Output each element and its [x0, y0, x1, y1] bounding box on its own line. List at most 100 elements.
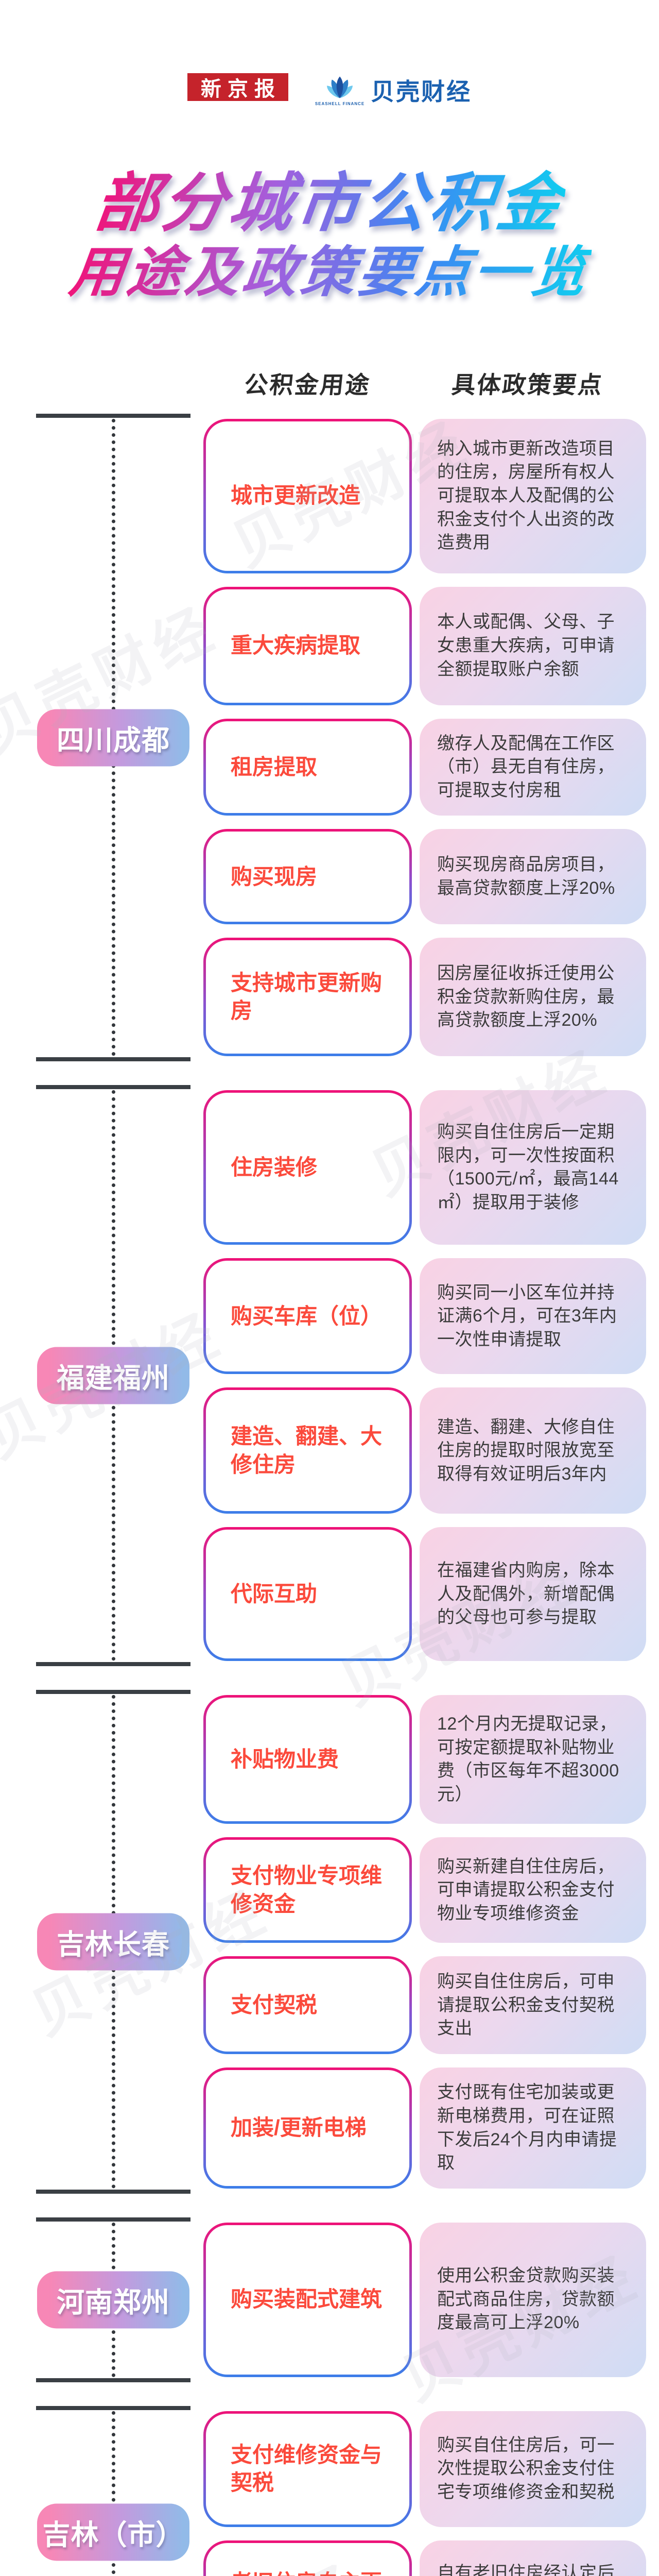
policy-text: 12个月内无提取记录，可按定额提取补贴物业费（市区每年不超3000元）	[437, 1714, 619, 1804]
page-title: 部分城市公积金 用途及政策要点一览	[0, 167, 659, 304]
city-section: 吉林长春 补贴物业费 12个月内无提取记录，可按定额提取补贴物业费（市区每年不超30…	[0, 1690, 659, 2194]
use-box-inner: 代际互助	[206, 1530, 409, 1659]
use-box: 购买现房	[203, 829, 412, 925]
use-box: 支付物业专项维修资金	[203, 1837, 412, 1943]
section-top-line	[36, 1085, 190, 1090]
sections: 四川成都 城市更新改造 纳入城市更新改造项目的住房，房屋所有权人可提取本人及配偶的公…	[0, 413, 659, 2576]
use-label: 加装/更新电梯	[231, 2115, 367, 2140]
masthead-text: 新京报	[200, 77, 281, 100]
use-box: 租房提取	[203, 718, 412, 816]
policy-row: 老旧住房自主更新 自有老旧住房经认定后进行自主更新或原拆原建，可一次性提取	[203, 2540, 646, 2576]
use-label: 租房提取	[231, 754, 318, 779]
use-box: 加装/更新电梯	[203, 2067, 412, 2189]
policy-text: 购买自住住房后，可一次性提取公积金支付住宅专项维修资金和契税	[437, 2435, 615, 2502]
title-line-2: 用途及政策要点一览	[66, 241, 593, 304]
policy-box: 使用公积金贷款购买装配式商品住房，贷款额度最高可上浮20%	[420, 2222, 646, 2377]
use-box: 代际互助	[203, 1527, 412, 1662]
section-top-line	[36, 1690, 190, 1694]
column-header-usage: 公积金用途	[242, 371, 372, 398]
use-box-inner: 建造、翻建、大修住房	[206, 1390, 409, 1512]
use-label: 老旧住房自主更新	[231, 2569, 402, 2576]
column-headers: 公积金用途 具体政策要点	[0, 366, 659, 400]
use-box-inner: 支付物业专项维修资金	[206, 1840, 409, 1941]
city-section: 河南郑州 购买装配式建筑 使用公积金贷款购买装配式商品住房，贷款额度最高可上浮20%	[0, 2217, 659, 2382]
section-rail: 四川成都	[36, 413, 190, 1062]
policy-rows: 城市更新改造 纳入城市更新改造项目的住房，房屋所有权人可提取本人及配偶的公积金支付…	[203, 418, 646, 1057]
use-box: 补贴物业费	[203, 1695, 412, 1824]
use-label: 支付物业专项维修资金	[231, 1863, 383, 1916]
policy-row: 加装/更新电梯 支付既有住宅加装或更新电梯费用，可在证照下发后24个月内申请提取	[203, 2067, 646, 2189]
policy-text: 自有老旧住房经认定后进行自主更新或原拆原建，可一次性提取	[437, 2563, 615, 2576]
use-box-inner: 支持城市更新购房	[206, 940, 409, 1054]
use-box-inner: 购买装配式建筑	[206, 2225, 409, 2375]
use-box: 建造、翻建、大修住房	[203, 1387, 412, 1514]
use-box-inner: 支付维修资金与契税	[206, 2413, 409, 2524]
policy-text: 纳入城市更新改造项目的住房，房屋所有权人可提取本人及配偶的公积金支付个人出资的改…	[437, 438, 615, 553]
policy-text: 购买同一小区车位并持证满6个月，可在3年内一次性申请提取	[437, 1282, 617, 1349]
policy-row: 住房装修 购买自住住房后一定期限内，可一次性按面积（1500元/㎡，最高144㎡）…	[203, 1090, 646, 1245]
policy-row: 建造、翻建、大修住房 建造、翻建、大修自住住房的提取时限放宽至取得有效证明后3年内	[203, 1387, 646, 1514]
section-rail: 河南郑州	[36, 2217, 190, 2382]
policy-rows: 住房装修 购买自住住房后一定期限内，可一次性按面积（1500元/㎡，最高144㎡）…	[203, 1090, 646, 1662]
policy-row: 支持城市更新购房因房屋征收拆迁使用公积金贷款新购住房，最高贷款额度上浮20%	[203, 938, 646, 1057]
column-header-policy: 具体政策要点	[450, 371, 605, 398]
city-label: 吉林长春	[37, 1913, 189, 1971]
policy-box: 购买新建自住住房后，可申请提取公积金支付物业专项维修资金	[420, 1837, 646, 1943]
policy-box: 本人或配偶、父母、子女患重大疾病，可申请全额提取账户余额	[420, 586, 646, 705]
use-box-inner: 老旧住房自主更新	[206, 2543, 409, 2576]
policy-box: 购买同一小区车位并持证满6个月，可在3年内一次性申请提取	[420, 1258, 646, 1375]
use-label: 城市更新改造	[231, 483, 361, 508]
use-box-inner: 租房提取	[206, 721, 409, 814]
section-bottom-line	[36, 1057, 190, 1062]
policy-row: 支付维修资金与契税购买自住住房后，可一次性提取公积金支付住宅专项维修资金和契税	[203, 2411, 646, 2527]
policy-text: 使用公积金贷款购买装配式商品住房，贷款额度最高可上浮20%	[437, 2266, 615, 2333]
policy-row: 租房提取 缴存人及配偶在工作区（市）县无自有住房，可提取支付房租	[203, 718, 646, 816]
policy-row: 代际互助在福建省内购房，除本人及配偶外，新增配偶的父母也可参与提取	[203, 1527, 646, 1662]
seashell-icon	[326, 76, 353, 98]
xinjingbao-logo: 新京报	[187, 73, 288, 101]
use-label: 购买装配式建筑	[231, 2287, 383, 2312]
use-box: 支付维修资金与契税	[203, 2411, 412, 2527]
policy-text: 支付既有住宅加装或更新电梯费用，可在证照下发后24个月内申请提取	[437, 2082, 617, 2173]
policy-box: 购买自住住房后一定期限内，可一次性按面积（1500元/㎡，最高144㎡）提取用于…	[420, 1090, 646, 1245]
city-label: 福建福州	[37, 1347, 189, 1404]
policy-row: 购买装配式建筑 使用公积金贷款购买装配式商品住房，贷款额度最高可上浮20%	[203, 2222, 646, 2377]
use-label: 购买车库（位）	[231, 1303, 383, 1328]
section-bottom-line	[36, 2378, 190, 2382]
policy-box: 缴存人及配偶在工作区（市）县无自有住房，可提取支付房租	[420, 718, 646, 816]
policy-text: 建造、翻建、大修自住住房的提取时限放宽至取得有效证明后3年内	[437, 1417, 615, 1484]
policy-row: 补贴物业费 12个月内无提取记录，可按定额提取补贴物业费（市区每年不超3000元）	[203, 1695, 646, 1824]
policy-box: 购买现房商品房项目，最高贷款额度上浮20%	[420, 829, 646, 925]
policy-text: 购买现房商品房项目，最高贷款额度上浮20%	[437, 855, 615, 898]
policy-row: 重大疾病提取 本人或配偶、父母、子女患重大疾病，可申请全额提取账户余额	[203, 586, 646, 705]
use-box: 购买装配式建筑	[203, 2222, 412, 2377]
use-label: 代际互助	[231, 1582, 318, 1606]
section-bottom-line	[36, 2189, 190, 2194]
use-label: 建造、翻建、大修住房	[231, 1424, 383, 1477]
use-box: 支付契税	[203, 1956, 412, 2055]
section-rail: 吉林（市）	[36, 2405, 190, 2576]
section-rail: 吉林长春	[36, 1690, 190, 2194]
policy-box: 建造、翻建、大修自住住房的提取时限放宽至取得有效证明后3年内	[420, 1387, 646, 1514]
section-top-line	[36, 2405, 190, 2410]
policy-text: 因房屋征收拆迁使用公积金贷款新购住房，最高贷款额度上浮20%	[437, 963, 615, 1030]
use-box-inner: 支付契税	[206, 1959, 409, 2052]
use-label: 补贴物业费	[231, 1747, 339, 1772]
title-line-1: 部分城市公积金	[91, 167, 568, 241]
use-box-inner: 补贴物业费	[206, 1698, 409, 1822]
policy-text: 缴存人及配偶在工作区（市）县无自有住房，可提取支付房租	[437, 733, 615, 800]
section-rail: 福建福州	[36, 1085, 190, 1667]
city-label: 吉林（市）	[37, 2503, 189, 2561]
use-box-inner: 重大疾病提取	[206, 589, 409, 703]
use-label: 住房装修	[231, 1155, 318, 1180]
section-dotted-line	[112, 2411, 115, 2576]
policy-text: 购买新建自住住房后，可申请提取公积金支付物业专项维修资金	[437, 1856, 615, 1923]
city-section: 四川成都 城市更新改造 纳入城市更新改造项目的住房，房屋所有权人可提取本人及配偶的公…	[0, 413, 659, 1062]
policy-box: 购买自住住房后，可申请提取公积金支付契税支出	[420, 1956, 646, 2055]
use-label: 重大疾病提取	[231, 633, 361, 658]
use-label: 购买现房	[231, 864, 318, 889]
use-box: 支持城市更新购房	[203, 938, 412, 1057]
brand-name: 贝壳财经	[371, 78, 472, 105]
policy-row: 支付契税购买自住住房后，可申请提取公积金支付契税支出	[203, 1956, 646, 2055]
policy-row: 城市更新改造 纳入城市更新改造项目的住房，房屋所有权人可提取本人及配偶的公积金支付…	[203, 418, 646, 573]
